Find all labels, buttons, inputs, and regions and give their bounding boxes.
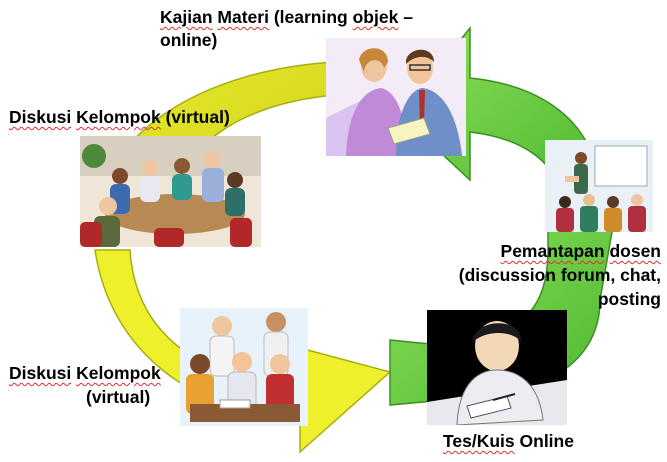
arrow-yellow-bottom xyxy=(94,249,392,454)
kajian-word-5: – xyxy=(403,7,413,27)
team-working-illustration xyxy=(180,308,308,426)
kajian-line-2: online) xyxy=(160,30,218,50)
tes-word-2: Online xyxy=(519,431,574,451)
lecturer-presenting-illustration xyxy=(545,140,653,232)
diskusi-bottom-word-1: Diskusi xyxy=(9,363,72,383)
label-kajian-materi-line2: online) xyxy=(160,29,217,51)
label-diskusi-kelompok-bottom: Diskusi Kelompok xyxy=(9,362,161,384)
student-writing-illustration xyxy=(427,310,567,425)
label-pemantapan-line3: posting xyxy=(598,288,661,310)
diskusi-top-word-1: Diskusi xyxy=(9,107,72,127)
label-pemantapan-line2: (discussion forum, chat, xyxy=(459,264,661,286)
group-meeting-illustration xyxy=(80,136,261,247)
pemantapan-line-2: (discussion forum, chat, xyxy=(458,265,661,285)
diskusi-top-word-3: (virtual) xyxy=(165,107,230,127)
diskusi-bottom-word-2: Kelompok xyxy=(76,363,161,383)
tes-word-1: Tes/Kuis xyxy=(443,431,515,451)
pemantapan-line-3: posting xyxy=(597,289,661,309)
kajian-word-3: (learning xyxy=(273,7,348,27)
label-kajian-materi: Kajian Materi (learning objek – xyxy=(160,6,413,28)
kajian-word-2: Materi xyxy=(217,7,269,27)
diskusi-top-word-2: Kelompok xyxy=(76,107,161,127)
kajian-word-1: Kajian xyxy=(160,7,213,27)
kajian-word-4: objek xyxy=(352,7,399,27)
label-tes-kuis-online: Tes/Kuis Online xyxy=(443,430,574,452)
label-diskusi-bottom-line2: (virtual) xyxy=(86,386,150,408)
diskusi-bottom-line-2: (virtual) xyxy=(86,387,151,407)
two-people-reading-illustration xyxy=(326,38,466,156)
pemantapan-word-1: Pemantapan xyxy=(500,241,605,261)
pemantapan-word-2: dosen xyxy=(609,241,661,261)
label-diskusi-kelompok-top: Diskusi Kelompok (virtual) xyxy=(9,106,230,128)
label-pemantapan-dosen: Pemantapan dosen xyxy=(501,240,661,262)
